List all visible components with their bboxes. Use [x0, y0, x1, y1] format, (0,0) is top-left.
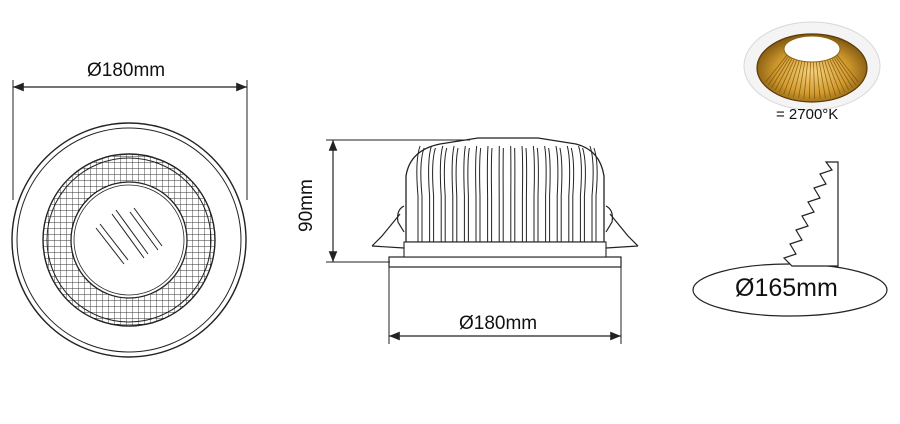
- reflector-facet: [821, 61, 832, 98]
- heatsink-fin: [582, 147, 586, 242]
- trim-base: [388, 256, 622, 268]
- heatsink-fin: [589, 145, 594, 242]
- lens-white: [783, 35, 841, 63]
- reflector-facet: [778, 58, 795, 93]
- reflector-facet: [824, 60, 836, 96]
- heatsink-fin: [566, 145, 571, 242]
- reflector-facet: [803, 61, 809, 99]
- spring-clip-right: [605, 205, 639, 249]
- heatsink-outline: [405, 137, 605, 243]
- heatsink-fin: [486, 145, 489, 242]
- top-view: [11, 80, 248, 358]
- saw-blade-icon: [782, 161, 839, 267]
- heatsink-fin: [451, 145, 455, 242]
- top-diameter-label: Ø180mm: [87, 60, 166, 81]
- heatsink-fin: [463, 145, 466, 242]
- spring-clip-left: [371, 205, 405, 249]
- heatsink-fin: [432, 147, 436, 242]
- heatsink-fin: [416, 145, 421, 242]
- reflector-facet: [815, 61, 821, 99]
- reflector-facets: [765, 54, 859, 99]
- heatsink-fin: [525, 147, 528, 242]
- heatsink-fin: [521, 145, 524, 242]
- inner-trim-ring: [16, 127, 242, 353]
- lens-inner-edge: [73, 184, 185, 296]
- housing-band: [403, 241, 607, 258]
- lens: [70, 181, 188, 299]
- outer-trim-ring: [11, 122, 247, 358]
- reflector-facet: [833, 56, 853, 88]
- side-view: [326, 137, 639, 344]
- reflector-facet: [783, 59, 798, 95]
- heatsink-fin: [490, 147, 493, 242]
- heatsink-fin: [479, 147, 482, 242]
- heatsink-fin: [439, 145, 444, 242]
- height-label: 90mm: [296, 179, 317, 232]
- reflector-facet: [818, 61, 826, 99]
- heatsink-fins: [416, 145, 598, 242]
- lens-reflection-lines: [95, 207, 163, 265]
- cutout-diameter-label: Ø165mm: [735, 274, 838, 302]
- heatsink-fin: [532, 145, 535, 242]
- color-temperature-label: = 2700°K: [776, 106, 839, 123]
- heatsink-fin: [467, 147, 470, 242]
- reflector-facet: [835, 55, 856, 86]
- reflector-facet: [792, 61, 803, 98]
- heatsink-fin: [570, 147, 575, 242]
- side-diameter-label: Ø180mm: [459, 313, 538, 334]
- reflector-facet: [771, 56, 791, 88]
- product-thumbnail: [743, 21, 881, 111]
- cutout-icon: [692, 161, 888, 317]
- reflector-facet: [813, 61, 816, 99]
- heatsink-fin: [555, 145, 559, 242]
- reflector-facet: [836, 54, 859, 83]
- reflector-facet: [774, 58, 793, 91]
- reflector-facet: [831, 58, 850, 91]
- reflector-facet: [826, 59, 841, 95]
- heatsink-fin: [544, 145, 547, 242]
- heatsink-fin: [593, 147, 598, 242]
- reflector-facet: [798, 61, 806, 99]
- reflector-facet: [768, 55, 789, 86]
- reflector-facet: [829, 58, 846, 93]
- heatsink-fin: [559, 147, 563, 242]
- heatsink-fin: [548, 147, 551, 242]
- heatsink-fin: [455, 147, 459, 242]
- heatsink-fin: [443, 147, 448, 242]
- heatsink-fin: [475, 145, 478, 242]
- reflector-inner-edge: [46, 157, 212, 323]
- reflector-facet: [808, 61, 811, 99]
- reflector-facet: [765, 54, 788, 83]
- heatsink-fin: [536, 147, 539, 242]
- reflector-facet: [788, 60, 800, 96]
- heatsink-fin: [420, 147, 425, 242]
- heatsink-fin: [428, 145, 432, 242]
- heatsink-fin: [578, 145, 582, 242]
